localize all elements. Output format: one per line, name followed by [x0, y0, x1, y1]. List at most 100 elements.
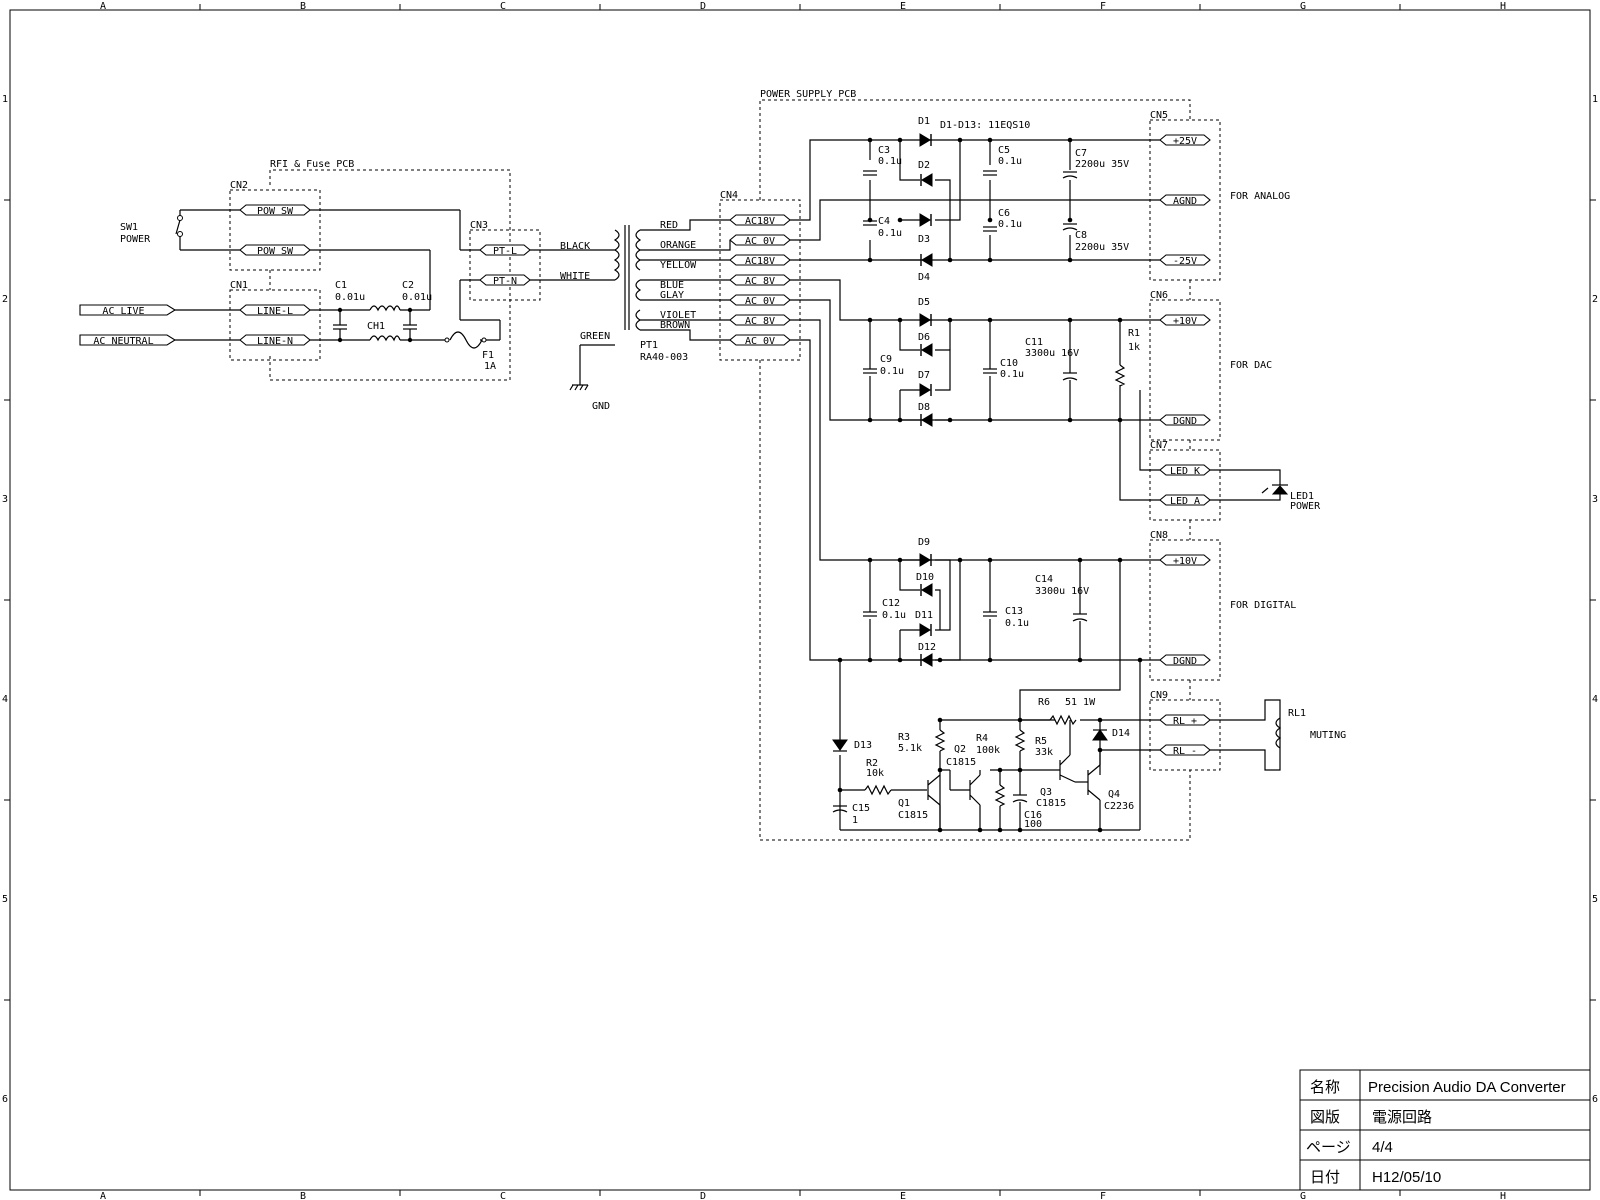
- ac-live-input: AC LIVE: [79, 304, 177, 317]
- junction-dot: [867, 257, 873, 263]
- f1-ref: F1: [482, 350, 494, 361]
- junction-dot: [867, 417, 873, 423]
- psu-pcb-outline-top: [759, 99, 1191, 200]
- junction-dot: [997, 827, 1003, 833]
- junction-dot: [947, 317, 953, 323]
- pin-p10v-dac-label: +10V: [1173, 316, 1197, 327]
- cn1-label: CN1: [230, 280, 248, 291]
- r5-val: 33k: [1035, 747, 1053, 758]
- r1-ref: R1: [1128, 328, 1140, 339]
- grid-row-4-right: 4: [1592, 694, 1598, 705]
- cn7-box: [1149, 449, 1221, 521]
- junction-dot: [1137, 657, 1143, 663]
- junction-dot: [1077, 557, 1083, 563]
- junction-dot: [1067, 137, 1073, 143]
- c10-val: 0.1u: [1000, 369, 1024, 380]
- sw1-ref: SW1: [120, 222, 138, 233]
- junction-dot: [837, 657, 843, 663]
- grid-row-2-right: 2: [1592, 294, 1598, 305]
- d1-symbol: [919, 133, 932, 147]
- gnd-label: GND: [592, 401, 610, 412]
- pin-ac0v-1: AC 0V: [729, 234, 791, 247]
- pin-dgnd-dac: DGND: [1159, 414, 1211, 427]
- wire-yellow: YELLOW: [660, 260, 697, 271]
- d11-symbol: [919, 623, 932, 637]
- junction-dot: [947, 257, 953, 263]
- c12-val: 0.1u: [882, 610, 906, 621]
- d12-ref: D12: [918, 642, 936, 653]
- junction-dot: [897, 557, 903, 563]
- wire-white: WHITE: [560, 271, 590, 282]
- grid-col-c: C: [500, 1, 506, 12]
- grid-row-2: 2: [2, 294, 8, 305]
- junction-dot: [1097, 827, 1103, 833]
- junction-dot: [987, 257, 993, 263]
- title-drawing-label: 図版: [1310, 1109, 1340, 1126]
- junction-dot: [897, 137, 903, 143]
- cn2-box: [229, 189, 321, 271]
- d14-ref: D14: [1112, 728, 1130, 739]
- d9-ref: D9: [918, 537, 930, 548]
- grid-row-4: 4: [2, 694, 8, 705]
- junction-dot: [1067, 217, 1073, 223]
- pin-pow-sw-2: POW SW: [239, 244, 311, 257]
- ac-live-input-label: AC LIVE: [102, 306, 144, 317]
- c11-ref: C11: [1025, 337, 1043, 348]
- d4-ref: D4: [918, 272, 930, 283]
- pin-ac8v-2: AC 8V: [729, 314, 791, 327]
- junction-dot: [937, 717, 943, 723]
- grid-col-h: H: [1500, 1, 1506, 12]
- title-page-label: ページ: [1306, 1139, 1351, 1156]
- cn8-label: CN8: [1150, 530, 1168, 541]
- d10-symbol: [920, 583, 933, 597]
- pin-line-n: LINE-N: [239, 334, 311, 347]
- pin-p10v-digital: +10V: [1159, 554, 1211, 567]
- pin-pow-sw-1-label: POW SW: [257, 206, 294, 217]
- junction-dot: [1017, 767, 1023, 773]
- for-analog-label: FOR ANALOG: [1230, 191, 1290, 202]
- q1-ref: Q1: [898, 798, 910, 809]
- junction-dot: [837, 787, 843, 793]
- pin-agnd-label: AGND: [1173, 196, 1197, 207]
- c10-ref: C10: [1000, 358, 1018, 369]
- title-name-label: 名称: [1310, 1079, 1340, 1096]
- pin-m25v: -25V: [1159, 254, 1211, 267]
- d2-ref: D2: [918, 160, 930, 171]
- title-page-value: 4/4: [1372, 1139, 1393, 1156]
- d12-symbol: [920, 653, 933, 667]
- c6-val: 0.1u: [998, 219, 1022, 230]
- pin-ac18v-1-label: AC18V: [745, 216, 775, 227]
- title-date-value: H12/05/10: [1372, 1169, 1441, 1186]
- digital-section-wires: [790, 319, 1160, 721]
- junction-dot: [1077, 657, 1083, 663]
- c7-ref: C7: [1075, 148, 1087, 159]
- junction-dot: [987, 557, 993, 563]
- junction-dot: [1097, 747, 1103, 753]
- cn7-label: CN7: [1150, 440, 1168, 451]
- title-block: [1299, 1069, 1591, 1191]
- d8-symbol: [920, 413, 933, 427]
- analog-section-wires: [790, 139, 1160, 261]
- d11-ref: D11: [915, 610, 933, 621]
- pin-ac0v-1-label: AC 0V: [745, 236, 775, 247]
- d7-ref: D7: [918, 370, 930, 381]
- pin-p25v: +25V: [1159, 134, 1211, 147]
- d14-symbol: [1092, 729, 1108, 741]
- r5-ref: R5: [1035, 736, 1047, 747]
- sw1-name: POWER: [120, 234, 151, 245]
- pin-m25v-label: -25V: [1173, 256, 1197, 267]
- junction-dots: [837, 137, 1143, 833]
- grid-row-3-right: 3: [1592, 494, 1598, 505]
- grid-row-5-right: 5: [1592, 894, 1598, 905]
- grid-col-g-bottom: G: [1300, 1191, 1306, 1200]
- c14-ref: C14: [1035, 574, 1053, 585]
- pin-line-n-label: LINE-N: [257, 336, 293, 347]
- title-name-value: Precision Audio DA Converter: [1368, 1079, 1566, 1096]
- c5-ref: C5: [998, 145, 1010, 156]
- junction-dot: [987, 217, 993, 223]
- junction-dot: [977, 827, 983, 833]
- pin-pt-l: PT-L: [479, 244, 531, 257]
